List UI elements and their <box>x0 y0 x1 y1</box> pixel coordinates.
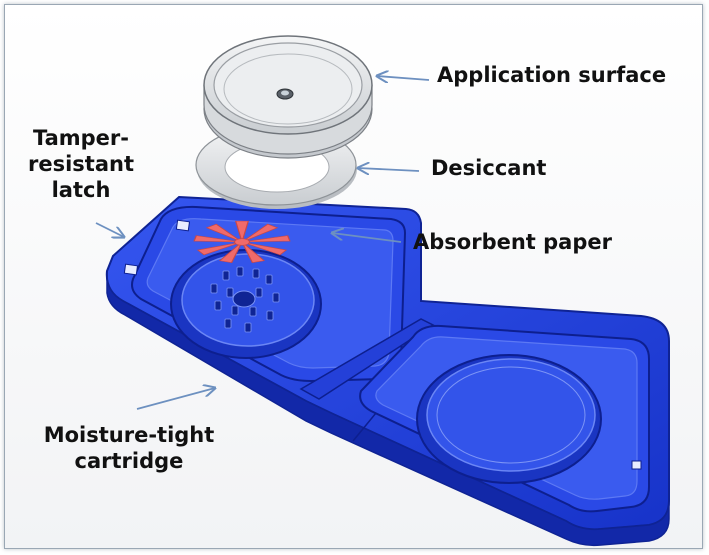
latch-slot <box>631 460 642 470</box>
cartridge-hinge <box>299 318 435 400</box>
label-desiccant: Desiccant <box>431 156 547 180</box>
label-moisture-tight-cartridge: Moisture-tight cartridge <box>39 422 219 474</box>
application-surface-lid <box>203 35 373 159</box>
arrow-tamper-latch <box>95 222 124 237</box>
moisture-tight-cartridge <box>105 195 670 547</box>
label-line: Moisture-tight <box>43 423 215 447</box>
label-line: latch <box>51 178 111 202</box>
latch-slot <box>123 263 139 276</box>
right-tray-well <box>416 354 602 484</box>
figure-frame: Application surface Desiccant Absorbent … <box>4 4 703 549</box>
arrow-desiccant <box>358 168 420 171</box>
arrow-absorbent-paper <box>332 233 402 243</box>
latch-slot <box>175 219 191 232</box>
label-line: cartridge <box>74 449 184 473</box>
label-tamper-resistant-latch: Tamper- resistant latch <box>21 125 141 203</box>
arrow-application-surface <box>377 76 430 80</box>
arrow-cartridge <box>136 388 215 410</box>
cartridge-front-edge <box>106 270 670 547</box>
left-tray-well <box>170 249 322 359</box>
label-line: Tamper- <box>32 126 130 150</box>
pointer-arrows <box>95 76 430 410</box>
label-application-surface: Application surface <box>437 63 667 87</box>
absorbent-paper <box>193 220 291 263</box>
label-absorbent-paper: Absorbent paper <box>413 230 612 254</box>
label-line: resistant <box>28 152 134 176</box>
exploded-view-diagram <box>95 35 670 547</box>
